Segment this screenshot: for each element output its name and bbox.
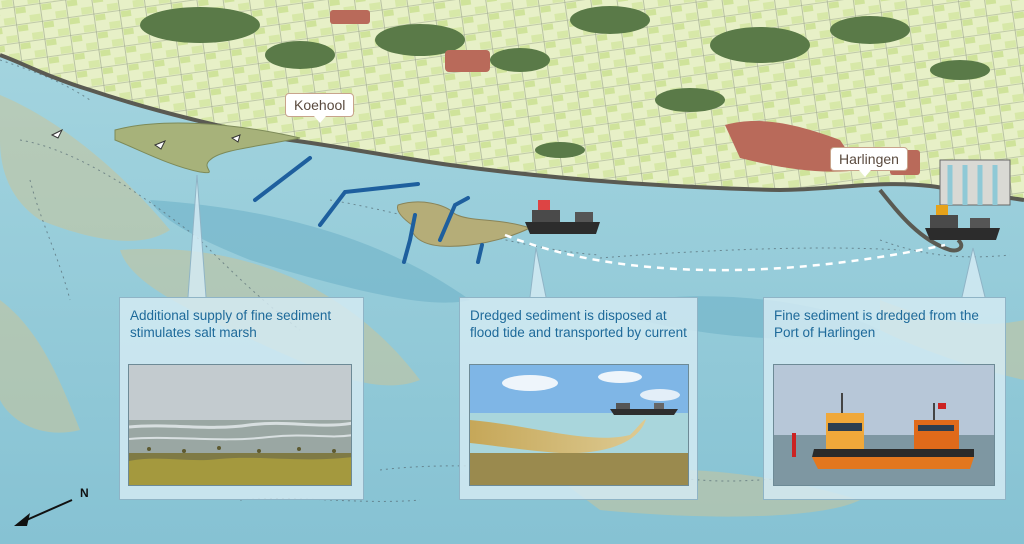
- forests: [140, 6, 990, 158]
- place-label-koehool: Koehool: [285, 93, 355, 123]
- photo-dredger-ship: [773, 364, 995, 486]
- dike: [0, 53, 1024, 202]
- callout-salt-marsh: Additional supply of fine sediment stimu…: [119, 297, 364, 500]
- sediment-route: [504, 233, 946, 272]
- salt-marsh-area: [114, 122, 301, 174]
- callout-dredging-text: Fine sediment is dredged from the Port o…: [774, 308, 979, 340]
- photo-disposal-illustration: [469, 364, 689, 486]
- dredger-ship-port: [925, 205, 1000, 240]
- callout-pointers: [187, 174, 986, 298]
- birds: [50, 128, 241, 150]
- callout-salt-marsh-text: Additional supply of fine sediment stimu…: [130, 308, 332, 340]
- compass-north-label: N: [80, 486, 89, 500]
- place-label-harlingen: Harlingen: [830, 147, 908, 177]
- dredger-ship-disposal: [525, 200, 600, 234]
- compass-arrow-icon: [14, 499, 73, 526]
- callout-disposal-text: Dredged sediment is disposed at flood ti…: [470, 308, 687, 340]
- callout-dredging: Fine sediment is dredged from the Port o…: [763, 297, 1006, 500]
- harbour: [939, 159, 1011, 206]
- groynes: [253, 156, 484, 264]
- harbour-jetty: [878, 188, 964, 253]
- callout-disposal: Dredged sediment is disposed at flood ti…: [459, 297, 698, 500]
- photo-salt-marsh: [128, 364, 352, 486]
- depth-contours: [0, 59, 1011, 502]
